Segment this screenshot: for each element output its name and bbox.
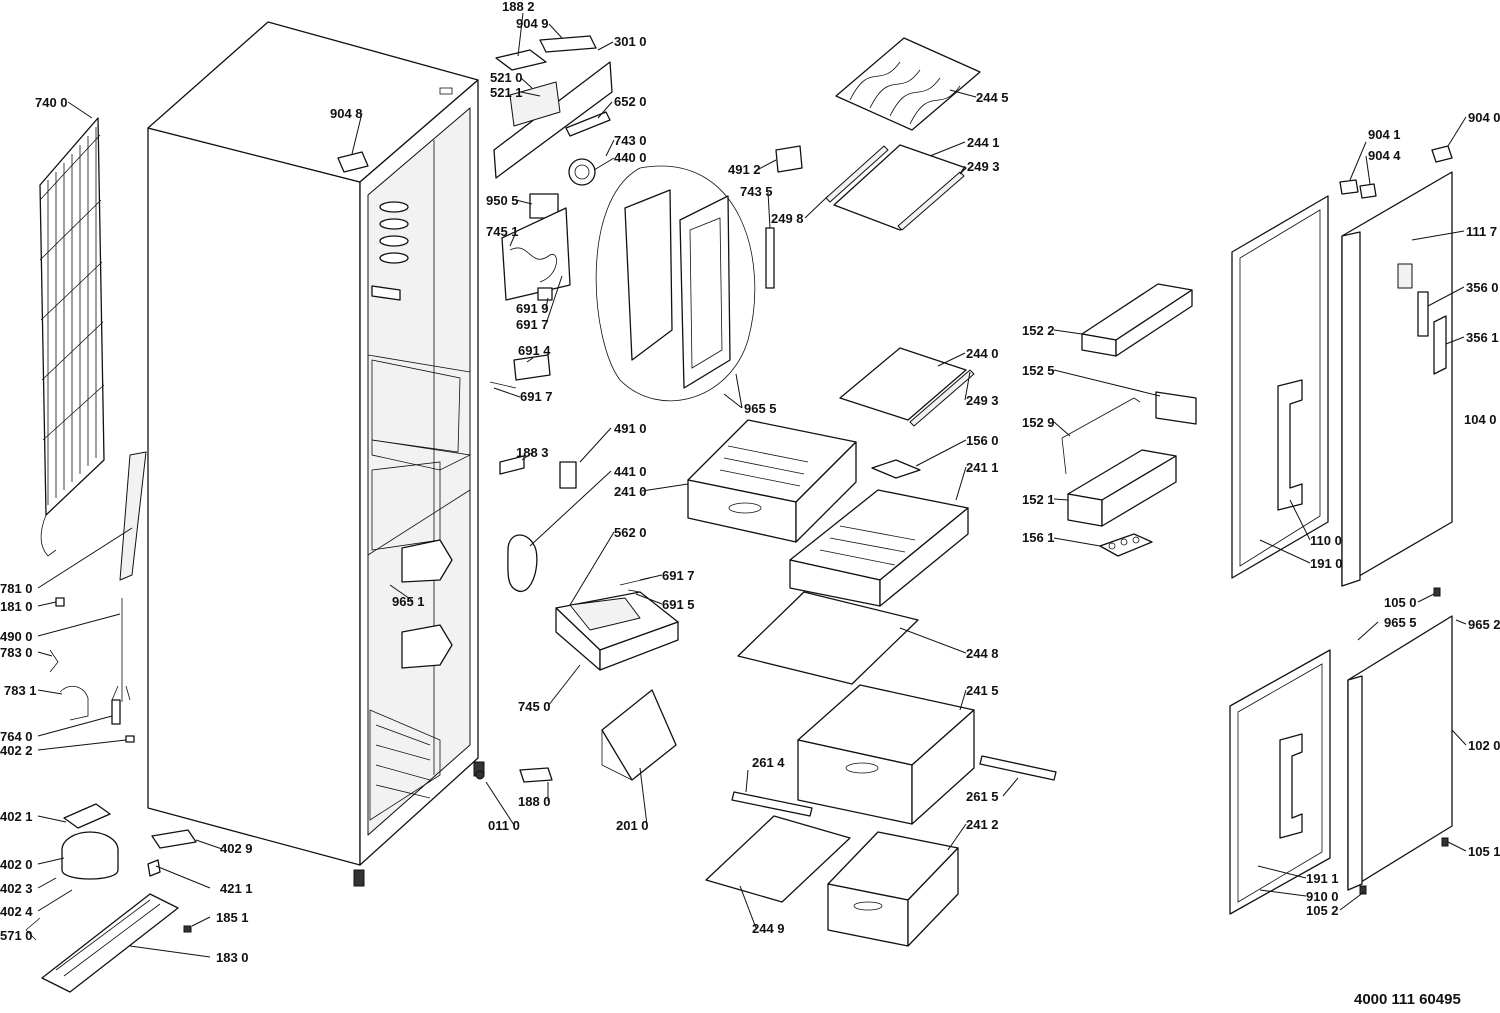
label-745-1: 745 1 — [486, 224, 519, 239]
label-402-3: 402 3 — [0, 881, 33, 896]
label-105-2: 105 2 — [1306, 903, 1339, 918]
label-571-0: 571 0 — [0, 928, 33, 943]
label-491-2: 491 2 — [728, 162, 761, 177]
label-904-9: 904 9 — [516, 16, 549, 31]
label-781-0: 781 0 — [0, 581, 33, 596]
label-185-1: 185 1 — [216, 910, 249, 925]
callout-leader-lines — [37, 12, 1467, 958]
label-904-4: 904 4 — [1368, 148, 1401, 163]
label-691-9: 691 9 — [516, 301, 549, 316]
label-691-5: 691 5 — [662, 597, 695, 612]
label-244-5: 244 5 — [976, 90, 1009, 105]
label-152-1: 152 1 — [1022, 492, 1055, 507]
label-201-0: 201 0 — [616, 818, 649, 833]
label-764-0: 764 0 — [0, 729, 33, 744]
label-188-2: 188 2 — [502, 0, 535, 14]
label-356-1: 356 1 — [1466, 330, 1499, 345]
label-244-1: 244 1 — [967, 135, 1000, 150]
label-183-0: 183 0 — [216, 950, 249, 965]
label-743-5: 743 5 — [740, 184, 773, 199]
label-491-0: 491 0 — [614, 421, 647, 436]
label-152-5: 152 5 — [1022, 363, 1055, 378]
label-110-0: 110 0 — [1310, 533, 1342, 548]
label-188-3: 188 3 — [516, 445, 549, 460]
label-402-9: 402 9 — [220, 841, 253, 856]
label-965-1: 965 1 — [392, 594, 425, 609]
label-301-0: 301 0 — [614, 34, 647, 49]
fan-and-evaporator-parts — [475, 455, 679, 783]
label-191-1: 191 1 — [1306, 871, 1339, 886]
label-241-5: 241 5 — [966, 683, 999, 698]
label-249-8: 249 8 — [771, 211, 804, 226]
label-904-1: 904 1 — [1368, 127, 1401, 142]
label-402-4: 402 4 — [0, 904, 33, 919]
label-191-0: 191 0 — [1310, 556, 1343, 571]
label-104-0: 104 0 — [1464, 412, 1497, 427]
door-bins — [1061, 283, 1197, 557]
label-783-1: 783 1 — [4, 683, 37, 698]
label-965-5-a: 965 5 — [744, 401, 777, 416]
shelves-and-drawers — [687, 37, 1057, 947]
label-965-5-b: 965 5 — [1384, 615, 1417, 630]
label-152-9: 152 9 — [1022, 415, 1055, 430]
label-691-7-c: 691 7 — [662, 568, 695, 583]
label-965-2: 965 2 — [1468, 617, 1500, 632]
label-743-0: 743 0 — [614, 133, 647, 148]
label-691-7-a: 691 7 — [516, 317, 549, 332]
control-panel-group — [489, 35, 803, 402]
refrigerator-cabinet — [147, 21, 485, 887]
label-421-1: 421 1 — [220, 881, 253, 896]
label-241-1: 241 1 — [966, 460, 999, 475]
label-249-3-a: 249 3 — [967, 159, 1000, 174]
condenser-coil — [39, 117, 147, 581]
label-490-0: 490 0 — [0, 629, 33, 644]
label-440-0: 440 0 — [614, 150, 647, 165]
label-691-4: 691 4 — [518, 343, 551, 358]
upper-door-assembly — [1231, 145, 1453, 587]
label-562-0: 562 0 — [614, 525, 647, 540]
label-241-2: 241 2 — [966, 817, 999, 832]
label-111-7: 111 7 — [1466, 224, 1497, 239]
label-244-8: 244 8 — [966, 646, 999, 661]
label-402-0: 402 0 — [0, 857, 33, 872]
label-783-0: 783 0 — [0, 645, 33, 660]
label-261-5: 261 5 — [966, 789, 999, 804]
label-521-0: 521 0 — [490, 70, 523, 85]
label-249-3-b: 249 3 — [966, 393, 999, 408]
label-356-0: 356 0 — [1466, 280, 1499, 295]
label-244-9: 244 9 — [752, 921, 785, 936]
label-904-8: 904 8 — [330, 106, 363, 121]
label-910-0: 910 0 — [1306, 889, 1339, 904]
label-188-0: 188 0 — [518, 794, 551, 809]
label-740-0: 740 0 — [35, 95, 68, 110]
label-521-1: 521 1 — [490, 85, 523, 100]
label-745-0: 745 0 — [518, 699, 551, 714]
label-105-1: 105 1 — [1468, 844, 1500, 859]
label-652-0: 652 0 — [614, 94, 647, 109]
lower-door-assembly — [1229, 587, 1453, 915]
compressor-and-base — [25, 597, 197, 993]
label-691-7-b: 691 7 — [520, 389, 553, 404]
label-244-0: 244 0 — [966, 346, 999, 361]
label-156-1: 156 1 — [1022, 530, 1055, 545]
label-156-0: 156 0 — [966, 433, 999, 448]
label-152-2: 152 2 — [1022, 323, 1055, 338]
label-402-1: 402 1 — [0, 809, 33, 824]
label-904-0: 904 0 — [1468, 110, 1500, 125]
label-102-0: 102 0 — [1468, 738, 1500, 753]
label-181-0: 181 0 — [0, 599, 33, 614]
label-402-2: 402 2 — [0, 743, 33, 758]
label-241-0: 241 0 — [614, 484, 647, 499]
label-441-0: 441 0 — [614, 464, 647, 479]
label-105-0: 105 0 — [1384, 595, 1417, 610]
label-261-4: 261 4 — [752, 755, 785, 770]
label-011-0: 011 0 — [488, 818, 520, 833]
label-950-5: 950 5 — [486, 193, 519, 208]
document-number: 4000 111 60495 — [1354, 991, 1461, 1008]
